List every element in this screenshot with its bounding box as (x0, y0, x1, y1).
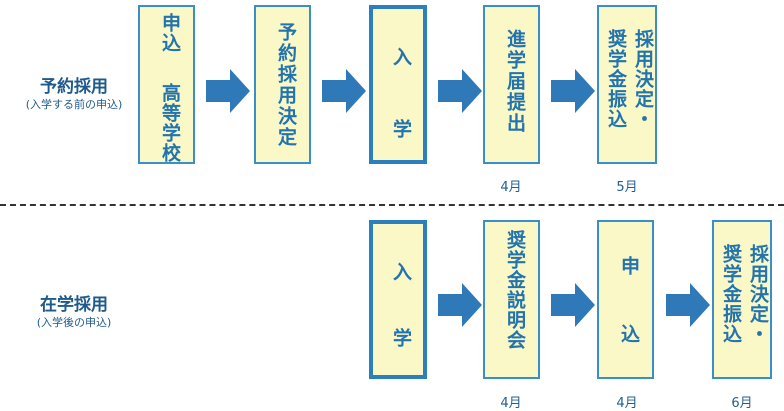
month-label-apply: 4月 (616, 396, 638, 411)
step-enroll-char2: 学 (390, 328, 412, 348)
step-enroll-char2: 学 (390, 119, 412, 139)
step-final-col1: 採用決定・ (632, 29, 654, 129)
month-label-final-reserve: 5月 (616, 180, 638, 195)
step-final-reserve: 採用決定・ 奨学金振込 (597, 5, 657, 164)
step-apply-char2: 込 (618, 324, 640, 344)
step-enroll-reserve: 入 学 (369, 5, 427, 164)
step-final-col2: 奨学金振込 (720, 244, 742, 344)
step-apply-school: 申込 高等学校 (138, 5, 195, 164)
step-reserve-decision-text: 予約採用決定 (275, 22, 297, 148)
step-apply-text: 申込 (159, 13, 181, 53)
step-report-text: 進学届提出 (504, 29, 526, 134)
step-enroll-char1: 入 (390, 47, 412, 67)
row-subtitle-enrolled: (入学後の申込) (36, 316, 112, 329)
row-label-reserve: 予約採用 (入学する前の申込) (8, 76, 140, 112)
step-briefing: 奨学金説明会 (483, 220, 540, 379)
arrow-right-icon (438, 283, 482, 327)
row-subtitle-reserve: (入学する前の申込) (25, 98, 123, 111)
month-label-briefing: 4月 (500, 396, 522, 411)
dashed-divider (0, 204, 784, 206)
step-enroll-enrolled: 入 学 (369, 220, 427, 379)
step-school-text: 高等学校 (159, 83, 181, 163)
step-briefing-text: 奨学金説明会 (504, 230, 526, 350)
step-apply-enrolled: 申 込 (597, 220, 654, 379)
step-reserve-decision: 予約採用決定 (254, 5, 311, 164)
row-title-enrolled: 在学採用 (40, 295, 108, 315)
arrow-right-icon (438, 69, 482, 113)
arrow-right-icon (666, 283, 710, 327)
arrow-right-icon (206, 69, 250, 113)
arrow-right-icon (322, 69, 366, 113)
month-label-final-enrolled: 6月 (731, 396, 753, 411)
month-label-report: 4月 (500, 180, 522, 195)
step-report-submit: 進学届提出 (483, 5, 540, 164)
step-final-col1: 採用決定・ (747, 244, 769, 344)
row-label-enrolled: 在学採用 (入学後の申込) (8, 294, 140, 330)
row-title-reserve: 予約採用 (40, 77, 108, 97)
arrow-right-icon (551, 283, 595, 327)
step-final-enrolled: 採用決定・ 奨学金振込 (712, 220, 772, 379)
step-apply-char1: 申 (618, 256, 640, 276)
step-enroll-char1: 入 (390, 262, 412, 282)
arrow-right-icon (551, 69, 595, 113)
step-final-col2: 奨学金振込 (605, 29, 627, 129)
